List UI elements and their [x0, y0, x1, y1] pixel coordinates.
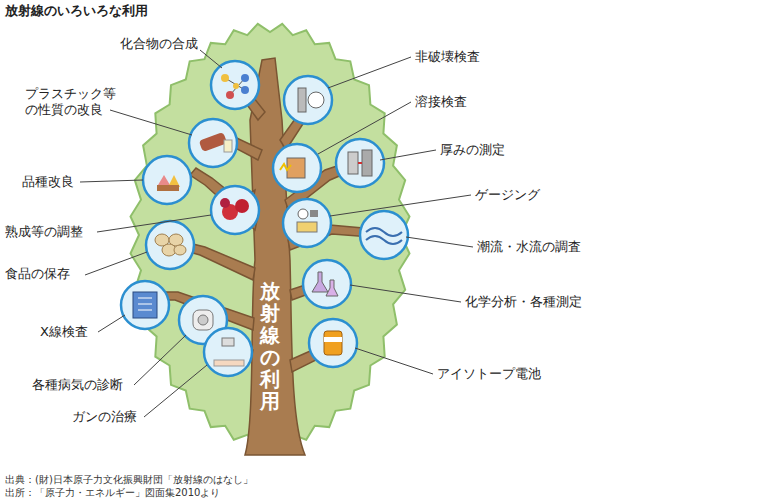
use-label: 熟成等の調整 — [5, 224, 83, 240]
icon-circle — [204, 328, 252, 376]
icon-circle — [303, 260, 351, 308]
use-label: 化合物の合成 — [120, 36, 198, 52]
use-label: X線検査 — [40, 324, 88, 340]
trunk-label: 放射線の利用 — [260, 280, 280, 412]
icon-circle — [189, 119, 237, 167]
use-label: 品種改良 — [22, 174, 74, 190]
source-note: 出所：「原子力・エネルギー」図面集2010より — [5, 487, 220, 499]
icon-circle — [309, 319, 357, 367]
icon-circle — [273, 144, 321, 192]
icon-circle — [121, 281, 169, 329]
icon-circle — [211, 186, 259, 234]
use-label: ゲージング — [475, 187, 540, 203]
icon-circle — [283, 199, 331, 247]
use-label: プラスチック等 の性質の改良 — [25, 86, 123, 118]
use-label: 化学分析・各種測定 — [465, 294, 582, 310]
use-label: 各種病気の診断 — [32, 377, 123, 393]
leader-lines — [80, 50, 473, 417]
use-label: 厚みの測定 — [440, 142, 505, 158]
icon-circle — [146, 221, 194, 269]
use-label: 非破壊検査 — [415, 49, 480, 65]
icon-circle — [143, 156, 191, 204]
title: 放射線のいろいろな利用 — [5, 3, 148, 19]
caption: 出典：(財)日本原子力文化振興財団「放射線のはなし」 — [5, 474, 253, 486]
icon-circle — [336, 139, 384, 187]
use-label: 潮流・水流の調査 — [477, 239, 581, 255]
use-label: 溶接検査 — [415, 94, 467, 110]
icon-circle — [211, 61, 259, 109]
use-label: ガンの治療 — [72, 409, 137, 425]
use-label: アイソトープ電池 — [437, 366, 541, 382]
icon-circle — [284, 76, 332, 124]
icon-circle — [360, 211, 408, 259]
use-label: 食品の保存 — [5, 266, 70, 282]
